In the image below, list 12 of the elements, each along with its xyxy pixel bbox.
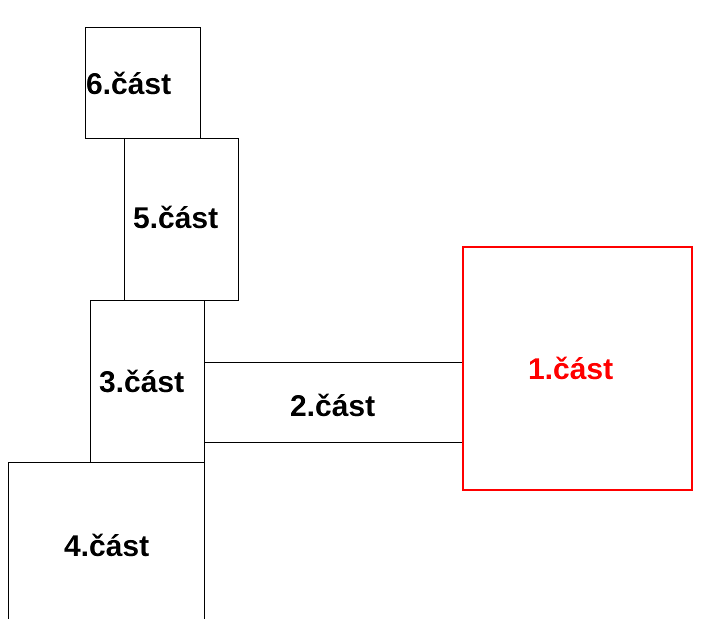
part-label: 5.část (133, 202, 218, 236)
part-box (90, 300, 205, 463)
part-box (462, 246, 693, 491)
part-box (124, 138, 239, 301)
part-label: 2.část (290, 390, 376, 424)
part-label: 4.část (64, 530, 150, 564)
part-label: 3.část (99, 366, 184, 400)
part-label: 1.část (528, 353, 614, 387)
part-box (8, 462, 205, 619)
part-box (204, 362, 463, 443)
part-box (85, 27, 201, 139)
part-label: 6.část (86, 68, 172, 102)
